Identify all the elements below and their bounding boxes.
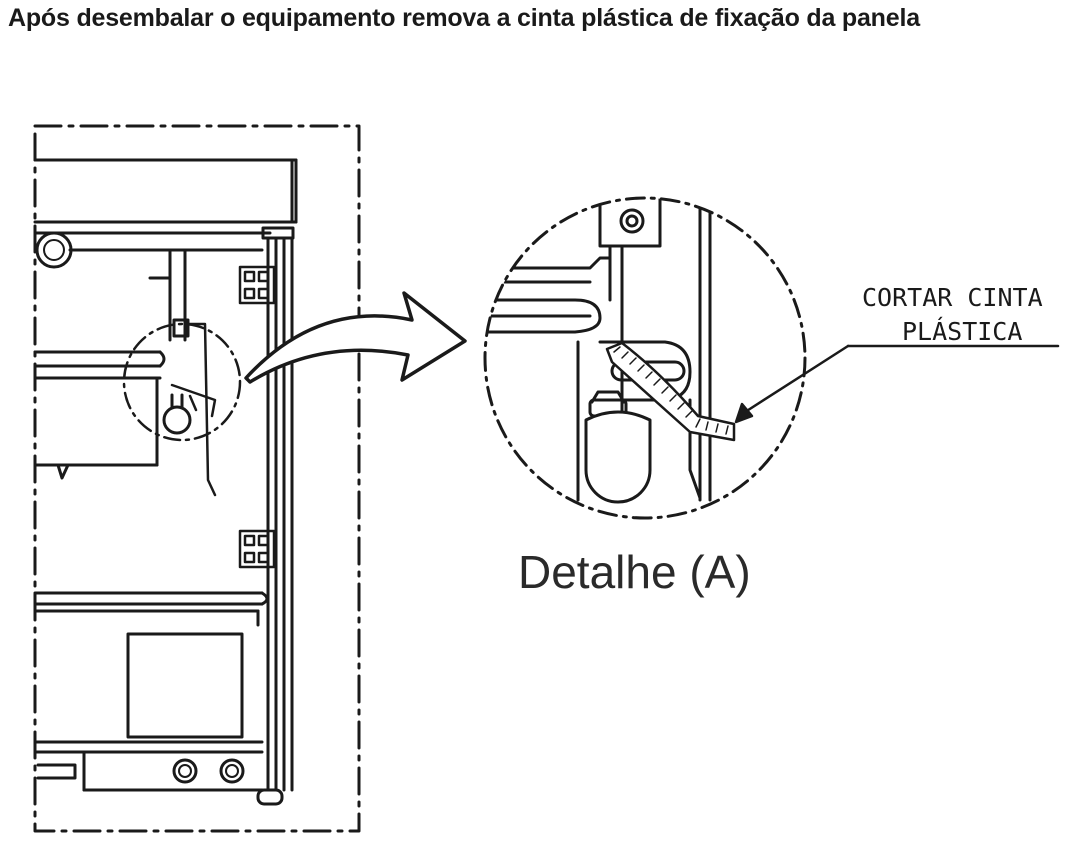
kettle-pan (33, 350, 192, 480)
handle-knob (590, 390, 626, 404)
control-knob-1 (172, 758, 198, 784)
upper-hinge (238, 265, 276, 305)
machine-post (256, 226, 295, 806)
detail-a-circle (483, 196, 807, 520)
control-knob-2 (219, 758, 245, 784)
light-fixture (35, 231, 73, 269)
control-base (33, 740, 264, 792)
detail-a-view (483, 196, 807, 520)
lower-shelf (33, 591, 269, 627)
machine-roof (33, 158, 298, 235)
machine-drawing (33, 124, 361, 833)
machine-outline-frame (33, 124, 361, 833)
bolt-block (598, 198, 662, 248)
detail-a-marker (122, 322, 242, 442)
pan-bracket (170, 322, 217, 497)
plastic-strap (605, 341, 736, 442)
lower-hinge (238, 529, 276, 569)
callout-label-line2: PLÁSTICA (902, 317, 1022, 346)
cabinet-door (126, 632, 244, 739)
callout-leader (734, 344, 1060, 424)
detail-caption: Detalhe (A) (518, 546, 751, 598)
callout-label-line1: CORTAR CINTA (862, 283, 1043, 312)
page-title: Após desembalar o equipamento remova a c… (8, 4, 920, 32)
detail-arrow (244, 291, 467, 384)
